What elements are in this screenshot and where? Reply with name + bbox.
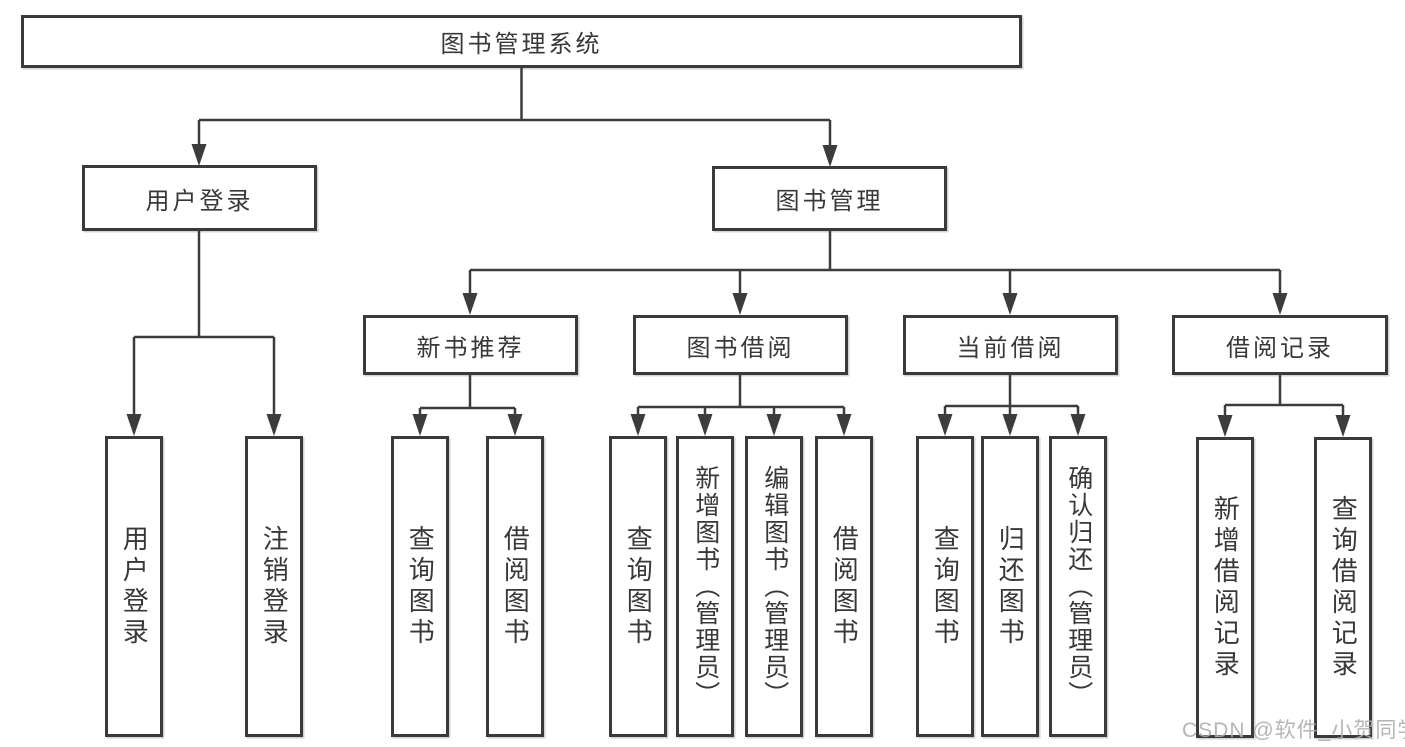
leaf-add-borrow-record: 新增借阅记录 (1196, 437, 1254, 738)
node-borrow-records: 借阅记录 (1172, 315, 1388, 375)
leaf-bb-borrow-books: 借阅图书 (815, 436, 873, 737)
node-label: 查询图书 (405, 524, 436, 649)
node-label: 归还图书 (995, 524, 1026, 649)
node-label: 编辑图书（管理员） (760, 465, 789, 708)
node-label: 借阅图书 (829, 524, 860, 649)
leaf-cb-confirm-return-admin: 确认归还（管理员） (1049, 436, 1107, 737)
connector-current-borrow-split (943, 375, 1080, 421)
node-label: 新增借阅记录 (1210, 494, 1241, 681)
node-label: 确认归还（管理员） (1064, 465, 1093, 708)
leaf-query-borrow-record: 查询借阅记录 (1314, 437, 1372, 738)
node-label: 图书管理系统 (440, 31, 603, 58)
connector-new-books-split (418, 375, 517, 421)
node-label: 用户登录 (119, 524, 150, 649)
node-label: 注销登录 (259, 524, 290, 649)
leaf-bb-add-books-admin: 新增图书（管理员） (676, 436, 734, 737)
node-label: 借阅记录 (1226, 334, 1334, 362)
node-library-system: 图书管理系统 (21, 15, 1022, 68)
node-book-borrow: 图书借阅 (633, 315, 848, 375)
leaf-user-login: 用户登录 (105, 436, 163, 737)
node-label: 新书推荐 (416, 334, 525, 362)
leaf-nb-borrow-books: 借阅图书 (486, 436, 544, 737)
node-label: 用户登录 (145, 187, 254, 215)
leaf-cb-return-books: 归还图书 (981, 436, 1039, 737)
connector-book-mgmt-split (468, 231, 1282, 300)
leaf-cb-query-books: 查询图书 (916, 436, 974, 737)
leaf-nb-query-books: 查询图书 (391, 436, 449, 737)
connector-root-split (197, 68, 832, 151)
node-label: 图书管理 (775, 188, 884, 215)
node-label: 查询图书 (623, 524, 654, 649)
leaf-logout: 注销登录 (245, 436, 303, 737)
node-label: 新增图书（管理员） (691, 465, 720, 708)
node-label: 查询借阅记录 (1328, 494, 1359, 681)
node-new-book-recommend: 新书推荐 (363, 315, 578, 375)
node-label: 借阅图书 (500, 524, 531, 649)
node-label: 图书借阅 (686, 334, 795, 362)
node-current-borrow: 当前借阅 (903, 315, 1118, 375)
csdn-watermark: CSDN @软件_小贺同学 (1182, 719, 1405, 742)
leaf-bb-edit-books-admin: 编辑图书（管理员） (745, 436, 803, 737)
connector-user-login-split (132, 231, 276, 421)
node-label: 查询图书 (930, 524, 961, 649)
leaf-bb-query-books: 查询图书 (609, 436, 667, 737)
node-label: 当前借阅 (956, 334, 1065, 362)
connector-book-borrow-split (636, 375, 846, 421)
node-user-login: 用户登录 (82, 165, 317, 231)
node-book-management: 图书管理 (712, 166, 947, 231)
connector-borrow-records-split (1223, 375, 1345, 422)
